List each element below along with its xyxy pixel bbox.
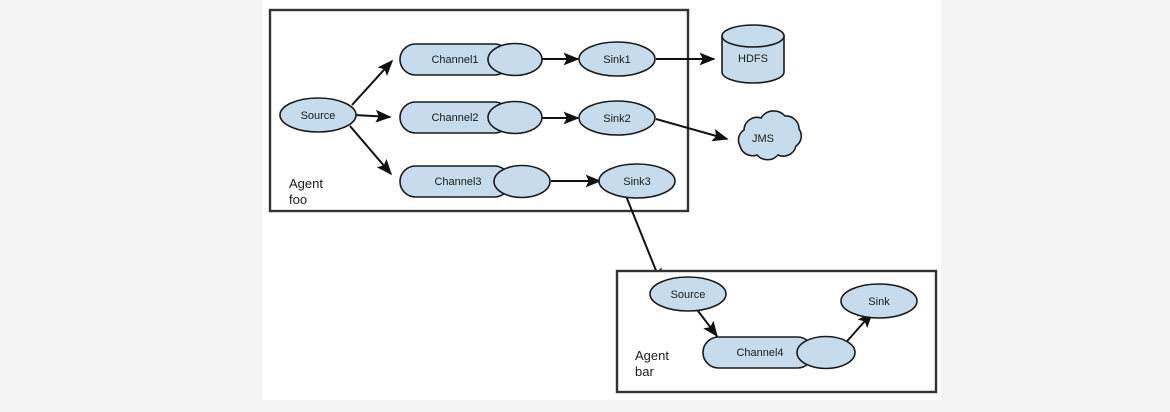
agent-bar-sink-ellipse (840, 283, 918, 319)
channel3-node[interactable]: Channel3 (399, 164, 551, 199)
agent-bar-label-line1: Agent (635, 348, 669, 363)
channel1-label: Channel1 (431, 54, 478, 66)
jms-node[interactable]: JMS (737, 110, 803, 161)
hdfs-label: HDFS (738, 53, 768, 65)
agent-bar-source-node[interactable]: Source (649, 276, 727, 312)
channel2-label: Channel2 (431, 112, 478, 124)
agent-foo-label-line1: Agent (289, 176, 323, 191)
edge-source-to-channel2 (353, 109, 392, 123)
edge-source-to-channel1 (351, 59, 394, 106)
channel1-cap (487, 42, 543, 77)
jms-label: JMS (752, 133, 774, 145)
sink1-ellipse (578, 41, 656, 77)
channel4-cap (796, 335, 856, 370)
hdfs-cylinder-body (721, 35, 785, 84)
channel3-cap (493, 164, 551, 199)
agent-bar-sink-label: Sink (868, 296, 890, 308)
sink1-node[interactable]: Sink1 (578, 41, 656, 77)
channel4-label: Channel4 (736, 347, 783, 359)
channel4-node[interactable]: Channel4 (702, 335, 856, 370)
agent-bar-label-line2: bar (635, 364, 654, 379)
sink2-label: Sink2 (603, 113, 631, 125)
agent-foo-source-label: Source (301, 110, 336, 122)
agent-foo-source-node[interactable]: Source (279, 97, 357, 133)
edge-sink3-to-agent-bar-source (625, 195, 662, 285)
agent-foo-label-line2: foo (289, 192, 307, 207)
sink2-ellipse (578, 100, 656, 136)
sink3-label: Sink3 (623, 176, 651, 188)
channel1-node[interactable]: Channel1 (399, 42, 543, 77)
sink2-node[interactable]: Sink2 (578, 100, 656, 136)
sink3-ellipse (598, 163, 676, 199)
jms-cloud-shape (737, 110, 803, 161)
edge-source-to-channel3 (349, 125, 393, 176)
channel2-node[interactable]: Channel2 (399, 100, 543, 135)
agent-bar-source-ellipse (649, 276, 727, 312)
hdfs-node[interactable]: HDFS (721, 24, 785, 84)
agent-bar-source-label: Source (671, 289, 706, 301)
channel2-cap (487, 100, 543, 135)
agent-foo-source-ellipse (279, 97, 357, 133)
edge-sink2-to-jms (655, 118, 729, 142)
agent-bar-sink-node[interactable]: Sink (840, 283, 918, 319)
sink3-node[interactable]: Sink3 (598, 163, 676, 199)
sink1-label: Sink1 (603, 54, 631, 66)
channel3-label: Channel3 (434, 176, 481, 188)
hdfs-cylinder-top (721, 24, 785, 48)
